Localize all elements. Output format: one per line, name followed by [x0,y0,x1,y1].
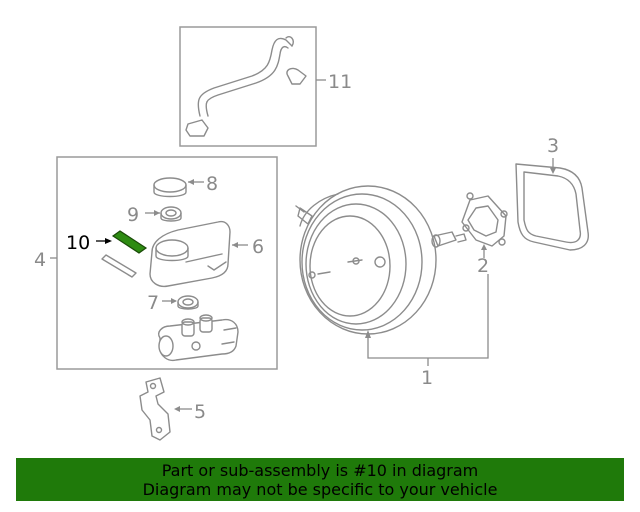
seal-plate-part[interactable] [515,163,589,251]
master-cylinder-part[interactable] [158,314,239,362]
vacuum-hose-part[interactable] [185,36,307,137]
bracket-part[interactable] [139,377,171,441]
callout-10: 10 [66,232,90,254]
reservoir-part[interactable] [149,220,231,288]
grommet-part[interactable] [160,206,182,222]
callout-4: 4 [34,249,46,271]
master-cylinder-group-box [56,156,278,370]
brake-booster-part[interactable] [295,185,467,335]
callout-1: 1 [421,367,433,389]
reservoir-cap-part[interactable] [153,177,187,198]
callout-9: 9 [127,204,139,226]
callout-7: 7 [147,292,159,314]
callout-2: 2 [477,255,489,277]
gasket-part[interactable] [461,192,508,247]
banner-line-1: Part or sub-assembly is #10 in diagram [161,460,479,480]
callout-6: 6 [252,236,264,258]
callout-3: 3 [547,135,559,157]
seal-part[interactable] [177,295,199,310]
strainer-part-highlighted[interactable] [111,230,148,254]
pin-part[interactable] [101,254,137,278]
callout-11: 11 [328,71,352,93]
hose-group-box [179,26,317,147]
callout-8: 8 [206,173,218,195]
banner-line-2: Diagram may not be specific to your vehi… [142,479,498,499]
info-banner: Part or sub-assembly is #10 in diagram D… [16,458,624,501]
callout-5: 5 [194,401,206,423]
